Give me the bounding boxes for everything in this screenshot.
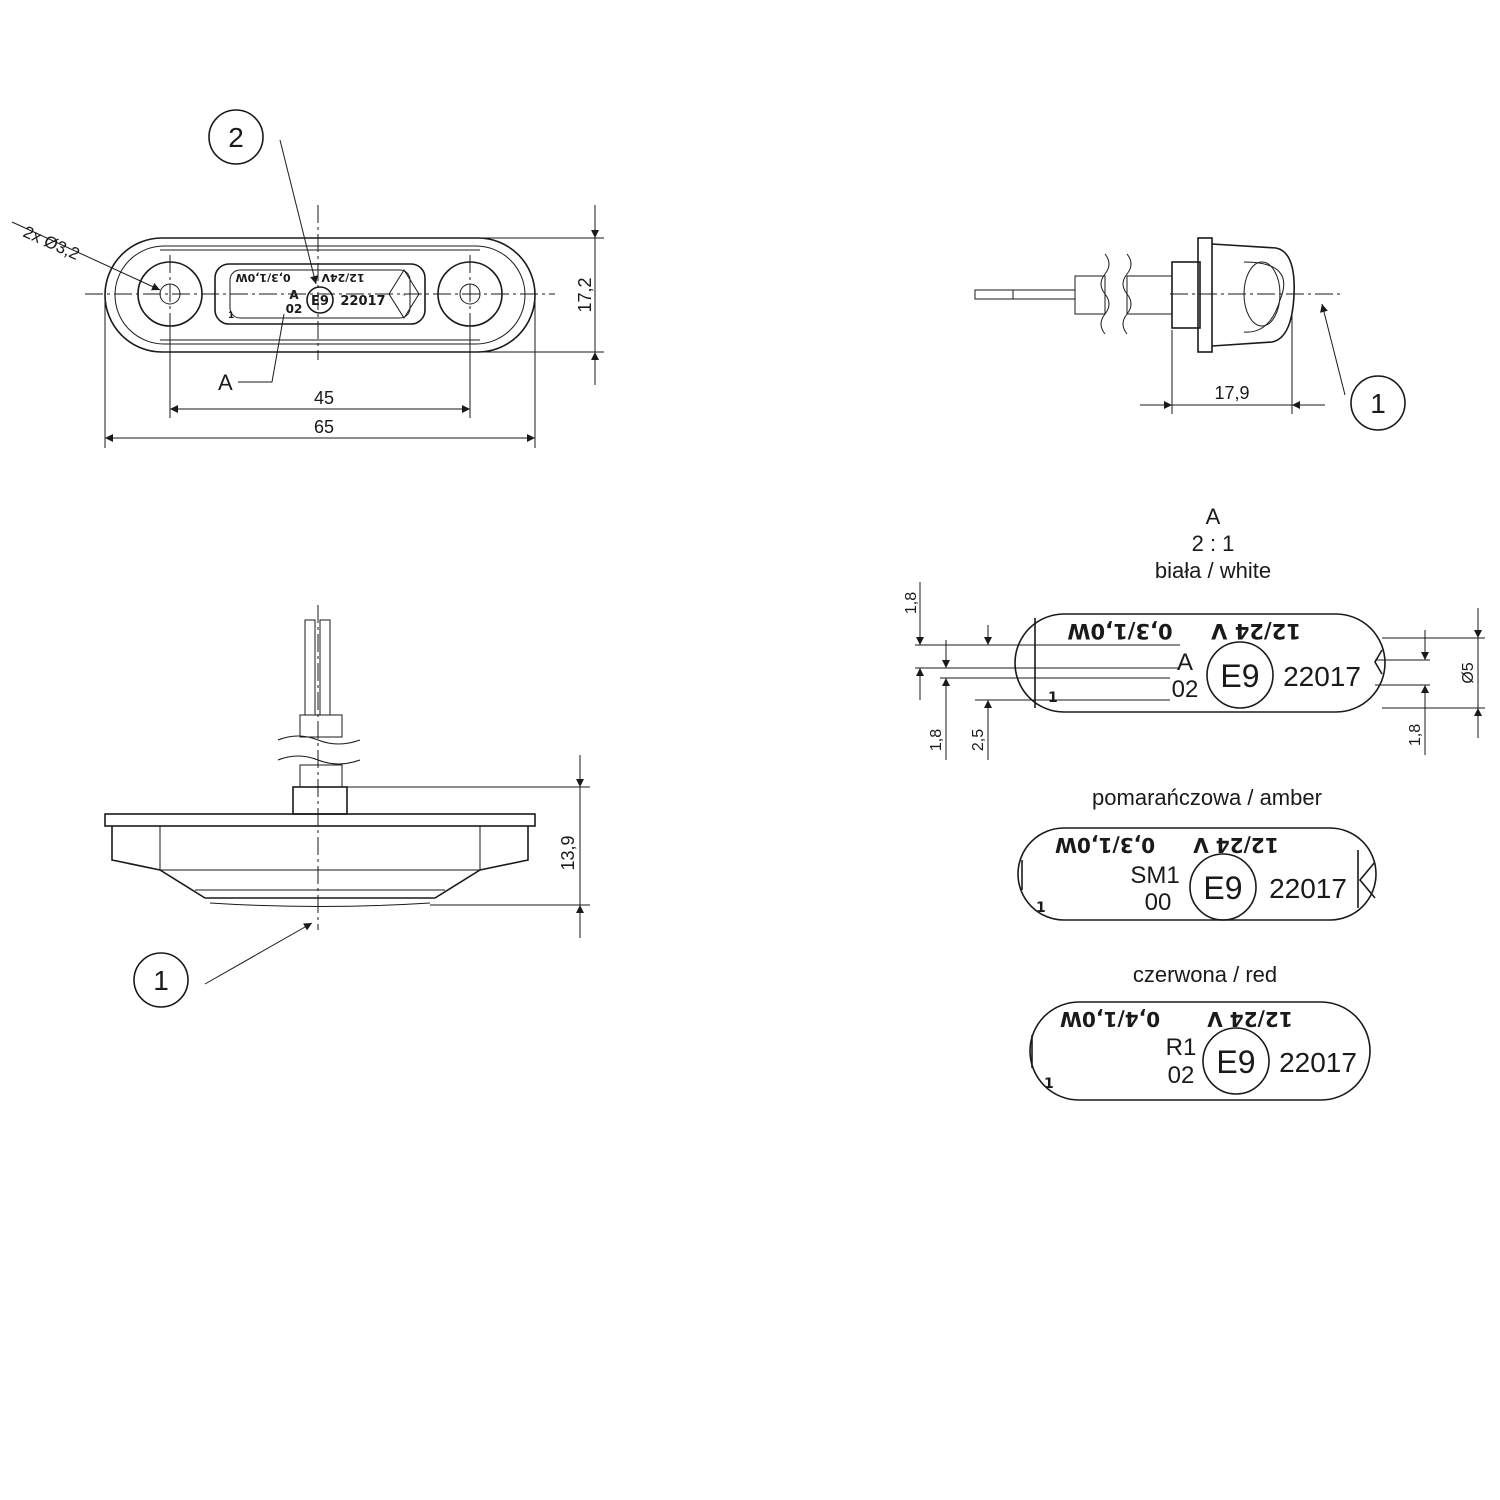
dim-overall-length: 65 — [314, 417, 334, 437]
housing-profile — [111, 826, 529, 899]
label-one: 1 — [228, 311, 234, 321]
dim-d4: 1,8 — [1407, 724, 1424, 746]
e-mark-circle — [306, 286, 334, 314]
wire-left — [304, 619, 316, 716]
label-version: 02 — [1172, 676, 1199, 703]
lens-inner — [1243, 261, 1285, 333]
dim-depth: 17,9 — [1214, 383, 1249, 403]
dim-height: 17,2 — [575, 277, 595, 312]
label-outline — [1017, 827, 1377, 921]
lens-dome — [1211, 243, 1295, 347]
callout-2: 2 — [228, 122, 244, 153]
front-break-lines — [277, 735, 361, 765]
callout-2-circle — [208, 109, 264, 165]
side-view: 17,9 1 — [974, 237, 1406, 431]
e-mark-circle — [1206, 641, 1274, 709]
detail-red: czerwona / red 0,4/1,0W 12/24 V R1 02 E9… — [1029, 962, 1371, 1101]
cable-bottom-sleeve — [299, 764, 343, 788]
label-rating: 0,4/1,0W — [1060, 1007, 1160, 1031]
top-view: 0,3/1,0W 12/24V A 02 E9 22017 1 ~ 2x Ø3,… — [11, 109, 604, 448]
label-version: 02 — [1168, 1062, 1195, 1089]
wire-right — [319, 619, 331, 716]
housing-bottom-curve — [209, 902, 431, 907]
body-flange — [1197, 237, 1213, 353]
label-outline — [1029, 1001, 1371, 1101]
callout-1-circle — [133, 952, 189, 1008]
label-notch — [1374, 649, 1383, 675]
detail-white: A 2 : 1 biała / white 0,3/1,0W 12/24 V A… — [903, 504, 1485, 760]
cable-top-sleeve — [299, 714, 343, 738]
e-mark: E9 — [1216, 1044, 1255, 1080]
cable-sleeve-right — [1126, 275, 1173, 315]
housing-outline — [104, 237, 536, 353]
label-category: SM1 — [1130, 862, 1179, 889]
e-mark: E9 — [311, 294, 329, 309]
dim-diameter: Ø5 — [1460, 662, 1477, 683]
label-outline — [1014, 613, 1386, 713]
callout-1-circle — [1350, 375, 1406, 431]
detail-amber: pomarańczowa / amber 0,3/1,0W 12/24 V SM… — [1017, 785, 1377, 921]
label-rating: 0,3/1,0W — [1055, 833, 1155, 857]
detail-color-name: czerwona / red — [1133, 962, 1277, 987]
label-voltage: 12/24V — [321, 271, 365, 284]
dim-front-height: 13,9 — [558, 835, 578, 870]
manufacturer-logo-icon — [388, 269, 420, 319]
dim-d1: 1,8 — [903, 592, 920, 614]
label-category: R1 — [1166, 1034, 1197, 1061]
detail-ref-leader — [238, 313, 285, 383]
callout-2-leader — [279, 139, 318, 285]
label-one: 1 — [1044, 1076, 1054, 1092]
cable-sleeve-left — [1074, 275, 1106, 315]
label-voltage: 12/24 V — [1193, 833, 1279, 857]
detail-ref: A — [218, 370, 233, 395]
e-mark: E9 — [1220, 658, 1259, 694]
dim-d3: 2,5 — [970, 729, 987, 751]
label-notch — [1357, 850, 1376, 908]
housing-inner-outline — [114, 245, 526, 345]
base-flange — [104, 813, 536, 827]
dim-d2: 1,8 — [928, 729, 945, 751]
front-view: 13,9 1 — [104, 605, 590, 1008]
label-voltage: 12/24 V — [1210, 619, 1300, 643]
manufacturer-logo-text: ~ — [402, 293, 406, 299]
label-one: 1 — [1036, 900, 1046, 916]
hole-leader — [11, 221, 161, 291]
e-mark-circle — [1202, 1027, 1270, 1095]
label-version: 00 — [1145, 889, 1172, 916]
wire-end — [974, 289, 1014, 300]
label-category: A — [289, 288, 299, 302]
hole-label: 2x Ø3,2 — [20, 222, 82, 264]
housing-edges — [160, 249, 480, 341]
e-mark-circle — [1189, 853, 1257, 921]
detail-color-name: biała / white — [1155, 558, 1271, 583]
body-stem — [292, 786, 348, 815]
label-version: 02 — [286, 302, 303, 316]
callout-1-leader — [1320, 303, 1346, 396]
detail-scale: 2 : 1 — [1192, 531, 1235, 556]
detail-title: A — [1206, 504, 1221, 529]
callout-1: 1 — [153, 965, 169, 996]
body-stem — [1171, 261, 1201, 329]
label-category: A — [1177, 649, 1193, 676]
label-approval: 22017 — [1279, 1047, 1357, 1078]
label-voltage: 12/24 V — [1207, 1007, 1293, 1031]
label-approval: 22017 — [340, 294, 385, 309]
label-one: 1 — [1048, 690, 1058, 706]
callout-1-leader — [204, 922, 313, 985]
label-rating: 0,3/1,0W — [1067, 619, 1172, 643]
callout-1: 1 — [1370, 388, 1386, 419]
detail-color-name: pomarańczowa / amber — [1092, 785, 1322, 810]
dim-hole-pitch: 45 — [314, 388, 334, 408]
label-rating: 0,3/1,0W — [235, 271, 290, 284]
e-mark: E9 — [1203, 870, 1242, 906]
label-approval: 22017 — [1283, 661, 1361, 692]
housing-profile-details — [159, 826, 481, 891]
label-approval: 22017 — [1269, 873, 1347, 904]
